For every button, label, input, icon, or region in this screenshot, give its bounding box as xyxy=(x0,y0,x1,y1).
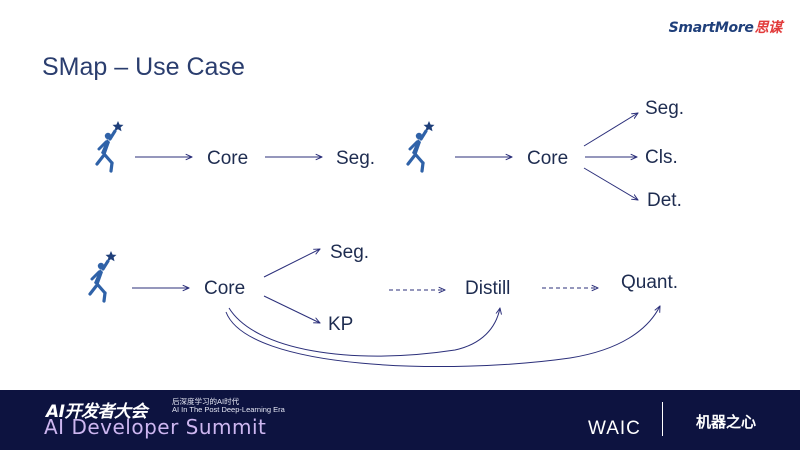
event-title-cn: AI开发者大会 xyxy=(46,402,147,422)
logo-cjk: 思谋 xyxy=(754,20,783,36)
event-tagline-en: AI In The Post Deep-Learning Era xyxy=(172,405,285,414)
jiqizhixin-logo: 机器之心 xyxy=(696,414,757,431)
smartmore-logo: SmartMore思谋 xyxy=(668,17,783,37)
node-det: Det. xyxy=(647,190,682,211)
arrow xyxy=(263,249,320,278)
person-reaching-star-icon xyxy=(88,249,119,303)
slide-title: SMap – Use Case xyxy=(42,53,245,81)
person-reaching-star-icon xyxy=(406,119,437,173)
node-seg: Seg. xyxy=(336,148,375,169)
node-core: Core xyxy=(204,278,245,299)
node-quant: Quant. xyxy=(621,272,678,293)
arrow xyxy=(583,113,638,147)
node-core: Core xyxy=(527,148,568,169)
node-cls: Cls. xyxy=(645,147,678,168)
event-title-en: AI Developer Summit xyxy=(44,415,267,439)
event-tagline-cn: 后深度学习的AI时代 xyxy=(172,397,240,406)
node-distill: Distill xyxy=(465,278,510,299)
footer-bar xyxy=(0,390,800,450)
use-case-diagram: Core Seg. Core Seg. Cls. Det. Core Seg. … xyxy=(88,98,684,368)
logo-latin: SmartMore xyxy=(668,20,754,36)
curved-arrow xyxy=(225,306,660,368)
waic-logo: WAIC xyxy=(588,418,641,439)
arrow xyxy=(583,167,638,200)
arrow xyxy=(263,295,320,323)
person-reaching-star-icon xyxy=(95,119,126,173)
node-seg: Seg. xyxy=(330,242,369,263)
node-kp: KP xyxy=(328,314,353,335)
footer-divider xyxy=(662,402,663,436)
event-tagline: 后深度学习的AI时代 AI In The Post Deep-Learning … xyxy=(172,398,285,414)
node-core: Core xyxy=(207,148,248,169)
node-seg: Seg. xyxy=(645,98,684,119)
curved-arrow xyxy=(228,308,500,357)
